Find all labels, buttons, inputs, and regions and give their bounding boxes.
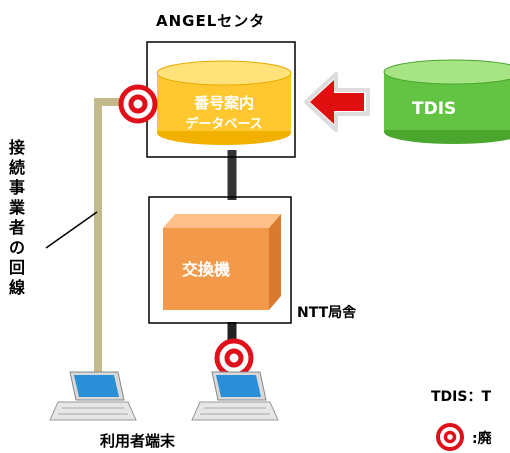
exchange-label: 交換機 (182, 260, 231, 279)
center-title: ANGELセンタ (156, 12, 266, 30)
operator-line (94, 98, 128, 395)
database-label-line1: 番号案内 (193, 94, 254, 112)
operator-line-pointer (45, 211, 98, 249)
laptop-icon (49, 371, 137, 421)
legend-tdis: TDIS：T (431, 389, 492, 405)
directory-database-cylinder (156, 60, 292, 145)
ntt-office-frame (148, 196, 292, 324)
legend-mark-text: :廃 (472, 431, 492, 447)
double-circle-icon (118, 84, 158, 124)
left-arrow-icon (304, 72, 370, 132)
ntt-office-label: NTT局舎 (297, 305, 357, 321)
double-circle-icon (214, 338, 254, 378)
user-terminal-label: 利用者端末 (100, 432, 176, 450)
laptop-icon (191, 371, 279, 421)
exchange-box (163, 214, 281, 310)
tdis-database-cylinder (383, 59, 510, 144)
operator-line-label: 接続事業者の回線 (8, 138, 25, 297)
tdis-label: TDIS (412, 99, 457, 119)
double-circle-icon (436, 423, 464, 451)
database-label-line2: データベース (185, 117, 263, 132)
